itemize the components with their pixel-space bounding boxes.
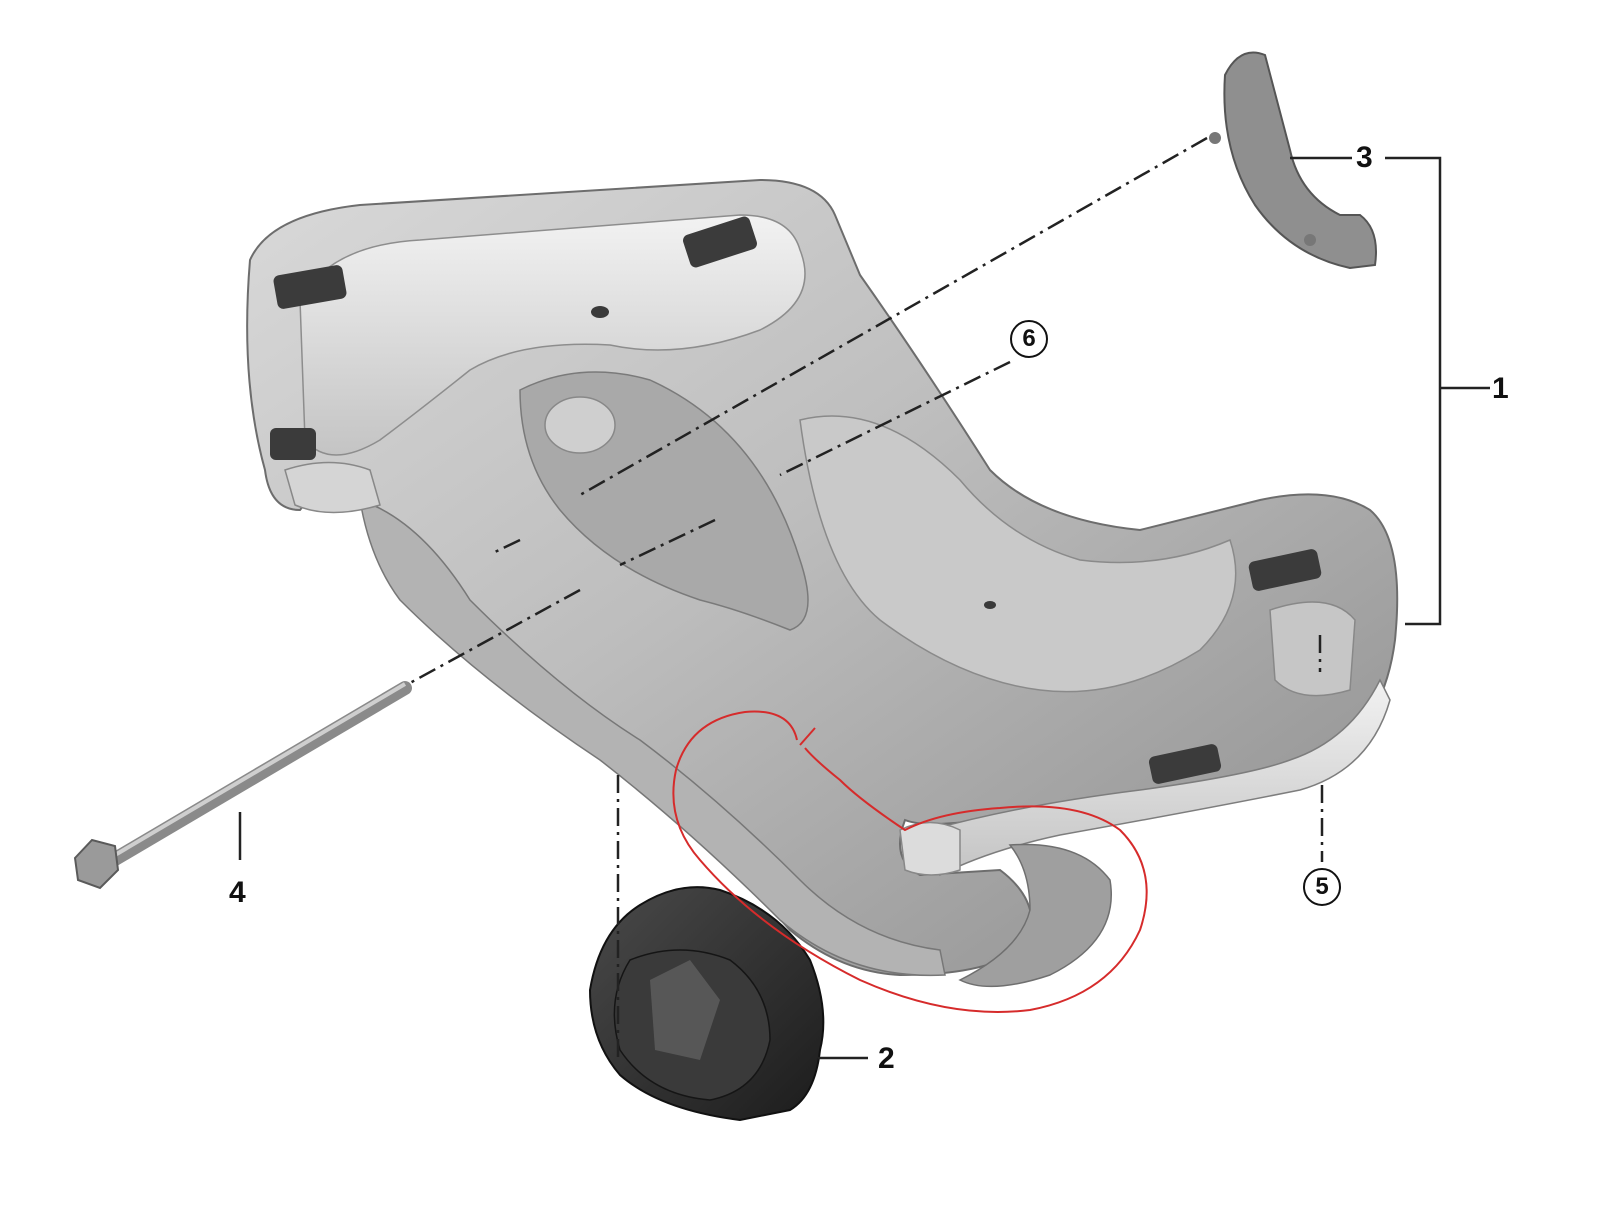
callout-4: 4: [229, 876, 246, 909]
leader-lines: [409, 136, 1324, 1060]
long-bolt: [73, 681, 412, 890]
rubber-mount: [588, 886, 825, 1122]
callout-brackets: [238, 156, 1490, 1060]
callout-1: 1: [1492, 372, 1509, 405]
callout-6-circled: 6: [1010, 320, 1048, 358]
callout-5-circled: 5: [1303, 868, 1341, 906]
main-carrier-bracket: [246, 178, 1399, 988]
red-annotation-outline: [672, 710, 1148, 1013]
callout-3: 3: [1356, 141, 1373, 174]
callout-2: 2: [878, 1042, 895, 1075]
half-ring-clip: [1209, 51, 1377, 270]
